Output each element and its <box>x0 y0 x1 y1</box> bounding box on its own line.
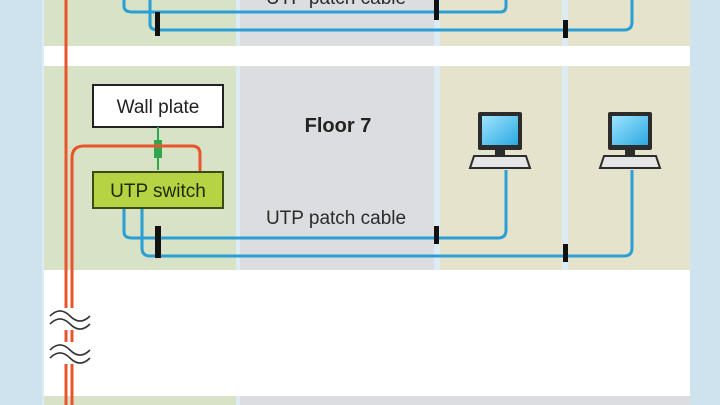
top-connector-3 <box>563 20 568 38</box>
computer-icon <box>598 112 662 169</box>
top-connector-1 <box>155 12 160 36</box>
floor-separator <box>44 46 690 66</box>
patch-cable-2 <box>140 170 634 258</box>
utp-switch <box>92 171 224 209</box>
floor-gap <box>44 270 690 396</box>
patch-cable-label: UTP patch cable <box>266 208 406 229</box>
left-margin <box>0 0 42 405</box>
top-telecom-room <box>44 0 236 46</box>
top-connector-2 <box>434 0 439 20</box>
patch-cable-1 <box>122 170 508 240</box>
utp-switch-label: UTP switch <box>110 181 206 202</box>
top-cable-label: UTP patch cable <box>266 0 406 9</box>
wall-plate <box>92 84 224 128</box>
floor-7: Floor 7 Wall plate UTP switch UTP patch … <box>44 66 690 405</box>
bottom-hallway <box>240 396 690 405</box>
top-patch-cable-1 <box>122 0 508 14</box>
top-patch-cable-2 <box>148 0 634 32</box>
connector-office-2 <box>563 244 568 262</box>
right-margin <box>690 0 720 405</box>
bottom-telecom-room <box>44 396 236 405</box>
riser-feed-to-switch <box>70 144 202 405</box>
floor-title: Floor 7 <box>305 115 372 137</box>
top-floor: UTP patch cable <box>44 0 690 46</box>
plate-connector <box>154 140 162 158</box>
connector-switch-side <box>155 226 161 258</box>
cable-break-icon <box>48 342 92 364</box>
hallway <box>240 66 434 270</box>
top-office-1 <box>440 0 562 46</box>
cable-break-icon <box>48 308 92 330</box>
wall-plate-label: Wall plate <box>117 97 200 118</box>
computer-icon <box>468 112 532 169</box>
top-hallway <box>240 0 434 46</box>
top-office-2 <box>568 0 690 46</box>
connector-office-1 <box>434 226 439 244</box>
